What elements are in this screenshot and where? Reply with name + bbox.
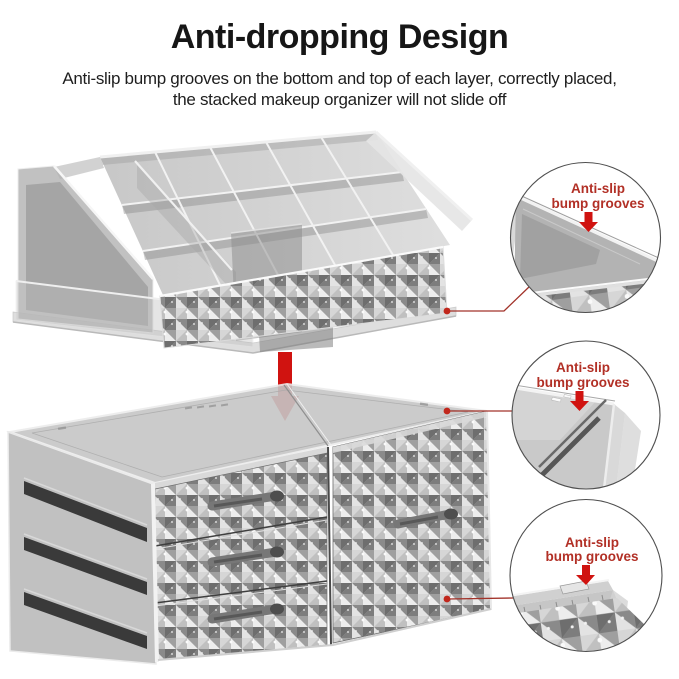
callout-1-label-line-2: bump grooves — [551, 196, 644, 211]
drawer-handle — [207, 490, 284, 511]
large-drawer-module — [332, 410, 492, 644]
callout-2-label-line-2: bump grooves — [536, 375, 629, 390]
lid-groove-marks — [57, 402, 429, 431]
tray-base — [12, 306, 457, 354]
leader-line-1 — [447, 285, 531, 312]
subtitle-line-2: the stacked makeup organizer will not sl… — [172, 90, 507, 109]
top-tray-organizer-image — [12, 130, 474, 354]
callout-circle-3: Anti-slip bump grooves — [509, 498, 663, 653]
tray-compartment-grid — [99, 130, 450, 295]
leader-dot-3 — [443, 595, 451, 603]
tray-right-rim — [366, 130, 474, 231]
callout-circle-2: Anti-slip bump grooves — [511, 340, 661, 490]
drawer-unit-left-side — [7, 430, 157, 665]
drawer-shelf — [24, 592, 147, 649]
callout-3-label-line-1: Anti-slip — [565, 535, 619, 550]
callout-2-down-arrow-icon — [570, 391, 589, 411]
drawer-shelf — [24, 481, 147, 542]
callout-3-label-line-2: bump grooves — [545, 549, 638, 564]
callout-3-down-arrow-icon — [576, 565, 595, 585]
subtitle-line-1: Anti-slip bump grooves on the bottom and… — [62, 69, 617, 88]
tray-left-walls — [17, 157, 236, 334]
three-drawer-module — [154, 447, 328, 661]
drawer-handle — [207, 546, 284, 567]
leader-line-3 — [446, 597, 514, 600]
drawer-organizer-image — [6, 382, 492, 665]
callout-2-label-line-1: Anti-slip — [556, 360, 610, 375]
drawer-handle — [207, 603, 284, 624]
callout-1-label-line-1: Anti-slip — [571, 181, 625, 196]
page-title: Anti-dropping Design — [170, 18, 509, 56]
callout-1-zoom-detail — [510, 190, 661, 313]
callout-1-down-arrow-icon — [579, 212, 598, 232]
callout-circle-1: Anti-slip bump grooves — [509, 161, 662, 314]
leader-dot-1 — [443, 307, 451, 315]
drawer-handle — [393, 508, 458, 529]
subtitle: Anti-slip bump grooves on the bottom and… — [0, 68, 679, 110]
leader-dot-2 — [443, 407, 451, 415]
callout-leader-lines — [443, 285, 531, 603]
drawer-shelf — [24, 537, 147, 595]
